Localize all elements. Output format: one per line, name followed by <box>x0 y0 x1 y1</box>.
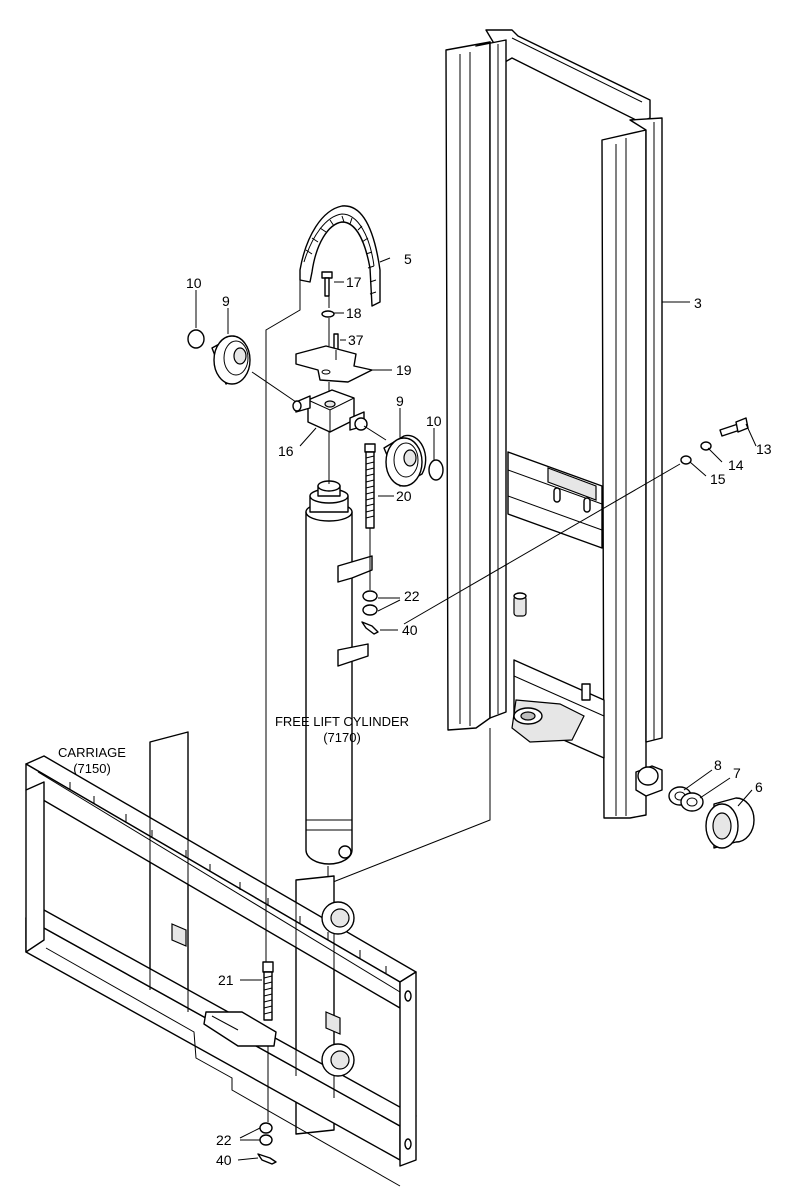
callout-8: 8 <box>714 757 722 773</box>
cylinder-caption: FREE LIFT CYLINDER <box>275 714 409 729</box>
cylinder-caption-code: (7170) <box>323 730 361 745</box>
callout-37: 37 <box>348 332 364 348</box>
callout-6: 6 <box>755 779 763 795</box>
carriage-caption-code: (7150) <box>73 761 111 776</box>
callout-15: 15 <box>710 471 726 487</box>
anchor-hardware <box>292 271 373 433</box>
callout-5: 5 <box>404 251 412 267</box>
free-lift-cylinder <box>305 432 491 885</box>
callout-40-upper: 40 <box>402 622 418 638</box>
callout-10-right: 10 <box>426 413 442 429</box>
carriage-caption: CARRIAGE <box>58 745 126 760</box>
callout-7: 7 <box>733 765 741 781</box>
callout-14: 14 <box>728 457 744 473</box>
callout-17: 17 <box>346 274 362 290</box>
bearing-stack <box>668 786 755 849</box>
carriage-stud-hardware <box>257 961 277 1165</box>
leader-lines <box>195 257 757 1161</box>
carriage <box>25 731 417 1187</box>
callout-40-lower: 40 <box>216 1152 232 1168</box>
mast-frame <box>445 29 663 819</box>
callout-21: 21 <box>218 972 234 988</box>
callout-9-left: 9 <box>222 293 230 309</box>
callout-22-upper: 22 <box>404 588 420 604</box>
callout-9-right: 9 <box>396 393 404 409</box>
callout-18: 18 <box>346 305 362 321</box>
callout-19: 19 <box>396 362 412 378</box>
callout-labels: 3 5 6 7 8 9 9 10 10 13 14 15 16 17 18 37… <box>186 251 772 1168</box>
callout-22-lower: 22 <box>216 1132 232 1148</box>
component-captions: FREE LIFT CYLINDER (7170) CARRIAGE (7150… <box>58 714 409 776</box>
callout-13: 13 <box>756 441 772 457</box>
callout-10-left: 10 <box>186 275 202 291</box>
callout-16: 16 <box>278 443 294 459</box>
callout-3: 3 <box>694 295 702 311</box>
callout-20: 20 <box>396 488 412 504</box>
chain-sheaves <box>187 329 444 487</box>
lift-chain <box>299 205 381 307</box>
